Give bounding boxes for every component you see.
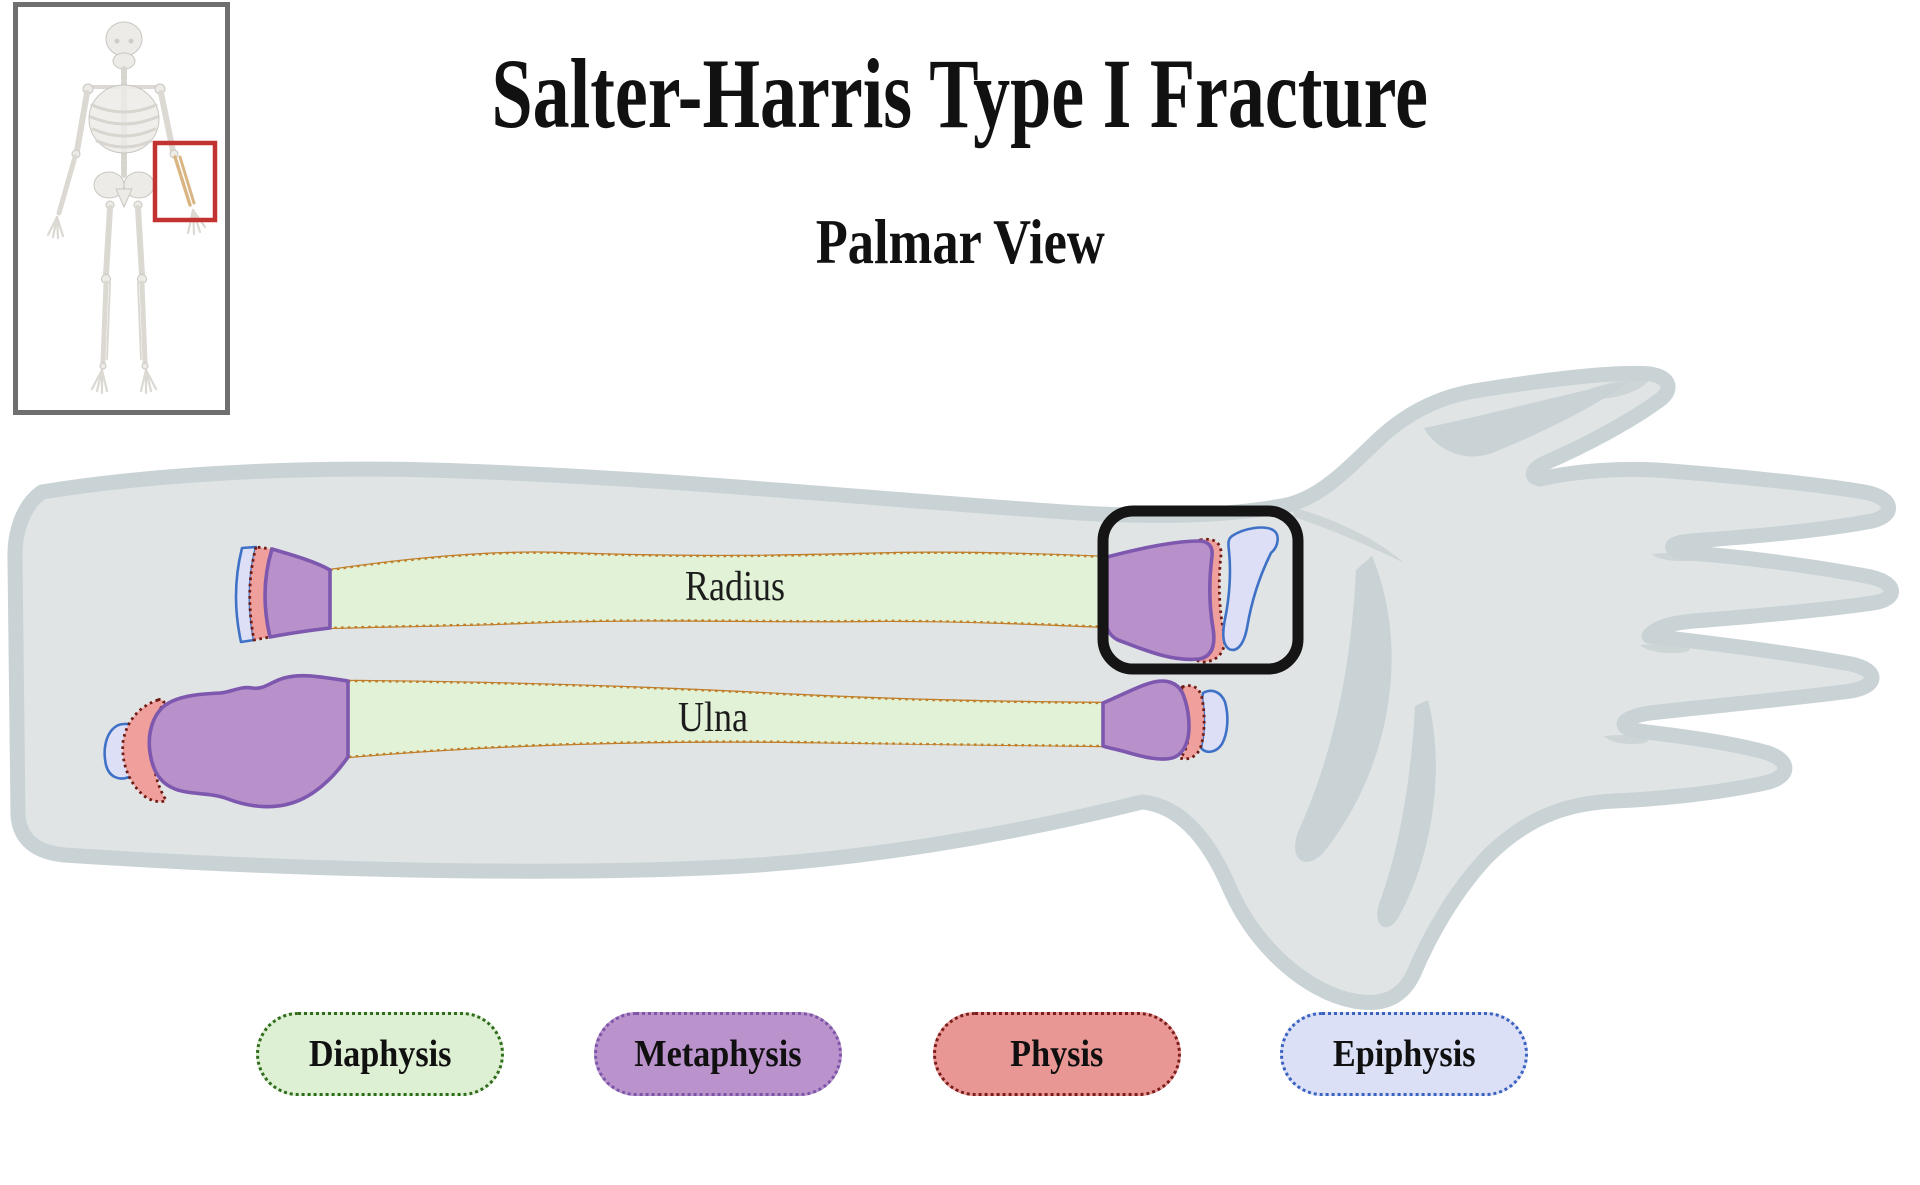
ulna-proximal-metaphysis <box>147 673 350 809</box>
legend-label-diaphysis: Diaphysis <box>308 1033 452 1075</box>
fracture-highlight-box <box>1097 505 1304 675</box>
hand-shading <box>1292 378 1704 928</box>
highlighted-ulna <box>178 155 196 205</box>
skeleton-figure <box>46 21 218 395</box>
legend-label-epiphysis: Epiphysis <box>1332 1033 1476 1075</box>
radius-bone <box>234 526 1279 664</box>
ulna-bone <box>103 673 1229 809</box>
skeleton-locator-inset <box>13 2 230 415</box>
radius-distal-epiphysis-displaced <box>1222 526 1279 652</box>
page-title: Salter-Harris Type I Fracture <box>0 44 1920 144</box>
mini-skeleton <box>46 21 207 395</box>
radius-distal-metaphysis <box>1105 539 1216 662</box>
subtitle-text: Palmar View <box>815 206 1105 277</box>
legend-label-metaphysis: Metaphysis <box>634 1033 802 1075</box>
ulna-distal-physis <box>1178 684 1206 761</box>
ulna-distal-metaphysis <box>1101 679 1191 761</box>
feet <box>90 368 158 395</box>
title-text: Salter-Harris Type I Fracture <box>491 38 1429 149</box>
page-subtitle: Palmar View <box>0 210 1920 274</box>
highlighted-radius <box>173 155 192 207</box>
left-hand <box>46 215 65 240</box>
ulna-label: Ulna <box>678 695 748 741</box>
legend-label-physis: Physis <box>1010 1033 1104 1075</box>
legend-pill-diaphysis: Diaphysis <box>256 1012 504 1096</box>
legend-pill-epiphysis: Epiphysis <box>1280 1012 1528 1096</box>
forearm-locator-box <box>152 140 218 223</box>
legend-pill-physis: Physis <box>933 1012 1181 1096</box>
legend-pill-metaphysis: Metaphysis <box>594 1012 842 1096</box>
radius-proximal-metaphysis <box>263 547 332 639</box>
radius-label: Radius <box>685 564 785 610</box>
